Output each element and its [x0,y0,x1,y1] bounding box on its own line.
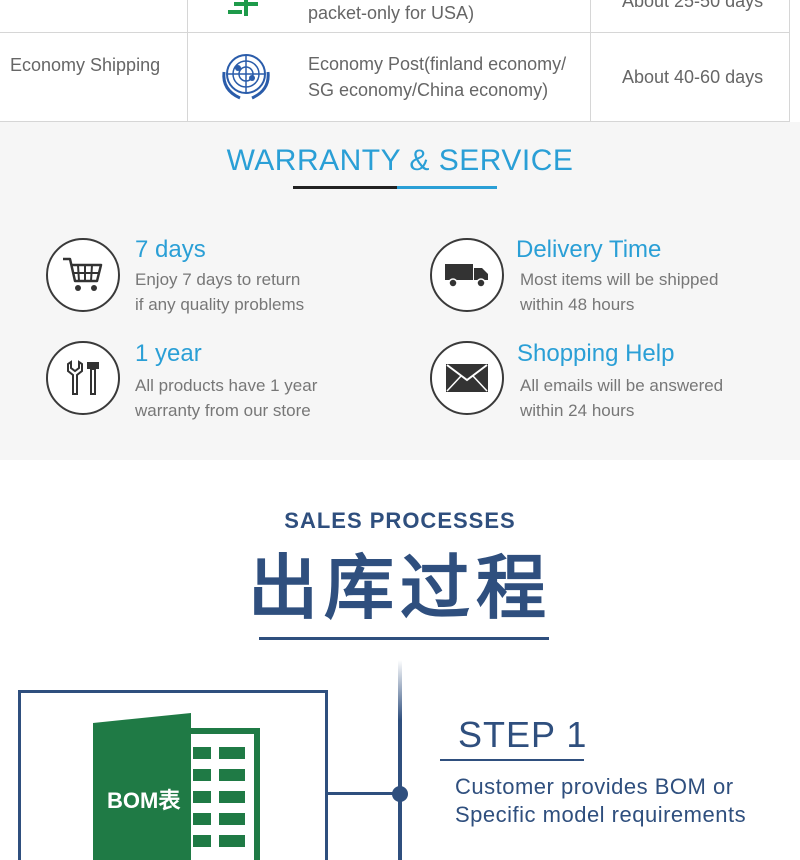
united-nations-emblem-icon [218,50,274,109]
shopping-cart-icon [46,238,120,312]
warranty-section [0,122,800,460]
warranty-title: WARRANTY & SERVICE [226,144,574,177]
step1-description-line2: Specific model requirements [455,802,747,827]
step1-title: STEP 1 [458,714,588,755]
shipping-row2-description-line1: Economy Post(finland economy/ [308,54,567,74]
step1-description-line1: Customer provides BOM or [455,774,734,799]
service-delivery-line1: Most items will be shipped [520,270,719,289]
service-1year-line2: warranty from our store [135,401,311,420]
service-delivery-line2: within 48 hours [520,295,635,314]
step1-image-frame: BOM表 [18,690,328,860]
shipping-row1-time: About 25-50 days [622,0,764,11]
service-help-line2: within 24 hours [520,401,635,420]
service-delivery-title: Delivery Time [516,236,662,263]
envelope-icon [430,341,504,415]
service-7days-line1: Enjoy 7 days to return [135,270,301,289]
service-7days-title: 7 days [135,236,206,263]
table-row-divider [0,32,790,33]
step1-connector [328,792,400,795]
warranty-title-underline-accent [397,186,497,189]
delivery-truck-icon [430,238,504,312]
tools-icon [46,341,120,415]
bom-image-label: BOM表 [107,788,181,813]
service-1year-line1: All products have 1 year [135,376,318,395]
service-help-title: Shopping Help [517,340,675,367]
warranty-title-underline [293,186,397,189]
shipping-table: packet-only for USA) About 25-50 days Ec… [0,0,800,122]
timeline-dot [392,786,408,802]
service-help-line1: All emails will be answered [520,376,724,395]
table-column-divider [789,0,790,122]
table-column-divider [590,0,591,122]
process-timeline [398,660,402,860]
shipping-row1-description: packet-only for USA) [308,3,475,23]
service-1year-title: 1 year [135,340,202,367]
step1-underline [440,759,584,761]
sales-process-subtitle: SALES PROCESSES [284,508,516,533]
excel-bom-icon: BOM表 [93,711,263,860]
table-column-divider [187,0,188,122]
shipping-row2-description-line2: SG economy/China economy) [308,80,549,100]
sales-title-underline [259,637,549,640]
sales-process-title: 出库过程 [248,549,552,627]
china-post-icon [226,0,266,25]
service-7days-line2: if any quality problems [135,295,305,314]
shipping-row2-method: Economy Shipping [10,55,161,75]
shipping-row2-time: About 40-60 days [622,67,764,87]
table-row-divider [0,121,790,122]
